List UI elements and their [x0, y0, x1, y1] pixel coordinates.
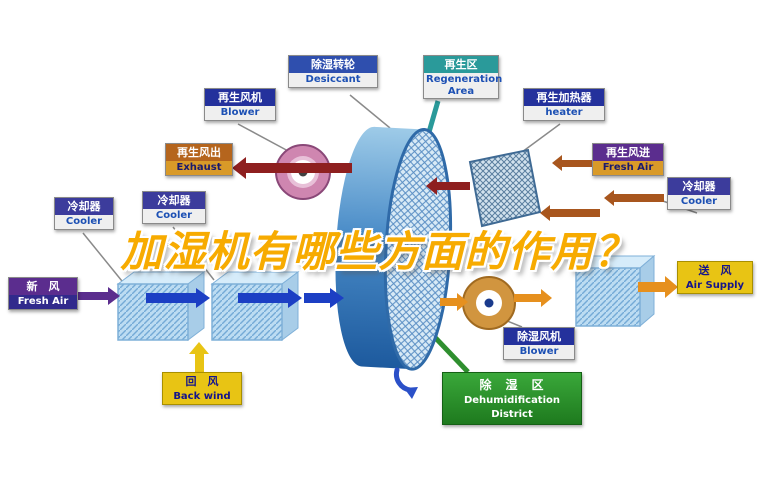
- label-dehumidification-district-en1: Dehumidification: [463, 395, 561, 407]
- supply-air-unit: [574, 254, 656, 328]
- label-cooler-left: 冷却器 Cooler: [54, 197, 114, 230]
- label-cooler-right-zh: 冷却器: [668, 178, 730, 196]
- heater-to-wheel-arrow: [426, 177, 470, 195]
- fresh-air-arrow: [76, 287, 120, 305]
- label-regeneration-area-en: Regeneration Area: [424, 73, 503, 99]
- label-fresh-air-in-zh: 新 风: [9, 278, 77, 296]
- label-regeneration-heater-zh: 再生加热器: [524, 89, 604, 107]
- label-regeneration-heater-en: heater: [524, 106, 604, 120]
- label-regeneration-blower-zh: 再生风机: [205, 89, 275, 107]
- label-cooler-left-zh: 冷却器: [55, 198, 113, 216]
- supply-arrow-3: [638, 276, 678, 298]
- dehumidification-fan: [462, 276, 516, 330]
- process-arrow-3: [304, 288, 344, 308]
- label-cooler-mid-zh: 冷却器: [143, 192, 205, 210]
- wheel-rotation-arrow-icon: [393, 367, 418, 399]
- label-regeneration-fresh-air-zh: 再生风进: [593, 144, 663, 162]
- label-desiccant: 除湿转轮 Desiccant: [288, 55, 378, 88]
- label-exhaust-zh: 再生风出: [166, 144, 232, 162]
- label-cooler-mid-en: Cooler: [143, 209, 205, 223]
- label-desiccant-en: Desiccant: [289, 73, 377, 87]
- label-dehumidification-district-en2: District: [491, 408, 533, 420]
- label-regeneration-area: 再生区 Regeneration Area: [423, 55, 503, 100]
- page-title: 加湿机有哪些方面的作用？: [120, 227, 637, 276]
- supply-arrow-1: [440, 293, 468, 311]
- label-regeneration-fresh-air: 再生风进 Fresh Air: [592, 143, 664, 176]
- label-air-supply-en: Air Supply: [685, 280, 745, 292]
- label-back-wind-zh: 回 风: [185, 375, 219, 388]
- label-cooler-mid: 冷却器 Cooler: [142, 191, 206, 224]
- air-handling-unit-2: [210, 271, 300, 341]
- label-regeneration-area-zh: 再生区: [424, 56, 498, 74]
- back-wind-arrow: [189, 342, 209, 372]
- exhaust-arrow: [232, 157, 352, 179]
- regen-intake-arrow-1: [552, 155, 592, 171]
- regen-intake-arrow-3: [540, 205, 600, 221]
- process-arrow-1: [146, 288, 210, 308]
- regeneration-heater-block: [468, 148, 542, 228]
- process-arrow-2: [238, 288, 302, 308]
- label-regeneration-fresh-air-en: Fresh Air: [593, 161, 663, 175]
- label-fresh-air-in-en: Fresh Air: [9, 295, 77, 309]
- regen-intake-arrow-2: [604, 190, 664, 206]
- supply-arrow-2: [514, 289, 552, 307]
- label-regeneration-heater: 再生加热器 heater: [523, 88, 605, 121]
- label-dehumidification-blower: 除湿风机 Blower: [503, 327, 575, 360]
- label-dehumidification-district-zh: 除 湿 区: [479, 378, 545, 392]
- label-cooler-right-en: Cooler: [668, 195, 730, 209]
- label-regeneration-blower: 再生风机 Blower: [204, 88, 276, 121]
- label-air-supply: 送 风 Air Supply: [677, 261, 753, 294]
- label-dehumidification-district: 除 湿 区 Dehumidification District: [442, 372, 582, 426]
- label-dehumidification-blower-zh: 除湿风机: [504, 328, 574, 346]
- label-regeneration-blower-en: Blower: [205, 106, 275, 120]
- label-fresh-air-in: 新 风 Fresh Air: [8, 277, 78, 310]
- label-cooler-right: 冷却器 Cooler: [667, 177, 731, 210]
- label-back-wind-en: Back wind: [173, 391, 231, 403]
- label-dehumidification-blower-en: Blower: [504, 345, 574, 359]
- label-desiccant-zh: 除湿转轮: [289, 56, 377, 74]
- label-exhaust-en: Exhaust: [166, 161, 232, 175]
- air-handling-unit-1: [116, 271, 206, 341]
- label-cooler-left-en: Cooler: [55, 215, 113, 229]
- label-back-wind: 回 风 Back wind: [162, 372, 242, 405]
- label-air-supply-zh: 送 风: [698, 264, 732, 277]
- label-exhaust: 再生风出 Exhaust: [165, 143, 233, 176]
